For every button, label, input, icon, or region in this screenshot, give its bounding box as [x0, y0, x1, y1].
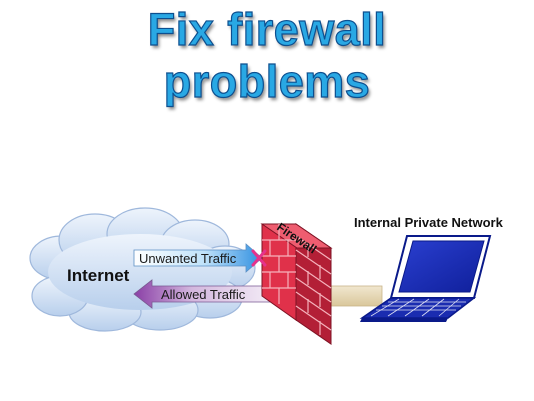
internet-label: Internet [67, 266, 130, 285]
blocked-x-icon [251, 249, 267, 267]
unwanted-traffic-label: Unwanted Traffic [139, 251, 237, 266]
laptop-icon [359, 235, 492, 322]
title-line-1: Fix firewall [147, 3, 387, 55]
title-line-2: problems [163, 55, 371, 107]
allowed-traffic-label: Allowed Traffic [161, 287, 246, 302]
internal-network-label: Internal Private Network [354, 215, 504, 230]
cloud-icon [29, 207, 256, 332]
firewall-brick-icon [260, 223, 333, 345]
